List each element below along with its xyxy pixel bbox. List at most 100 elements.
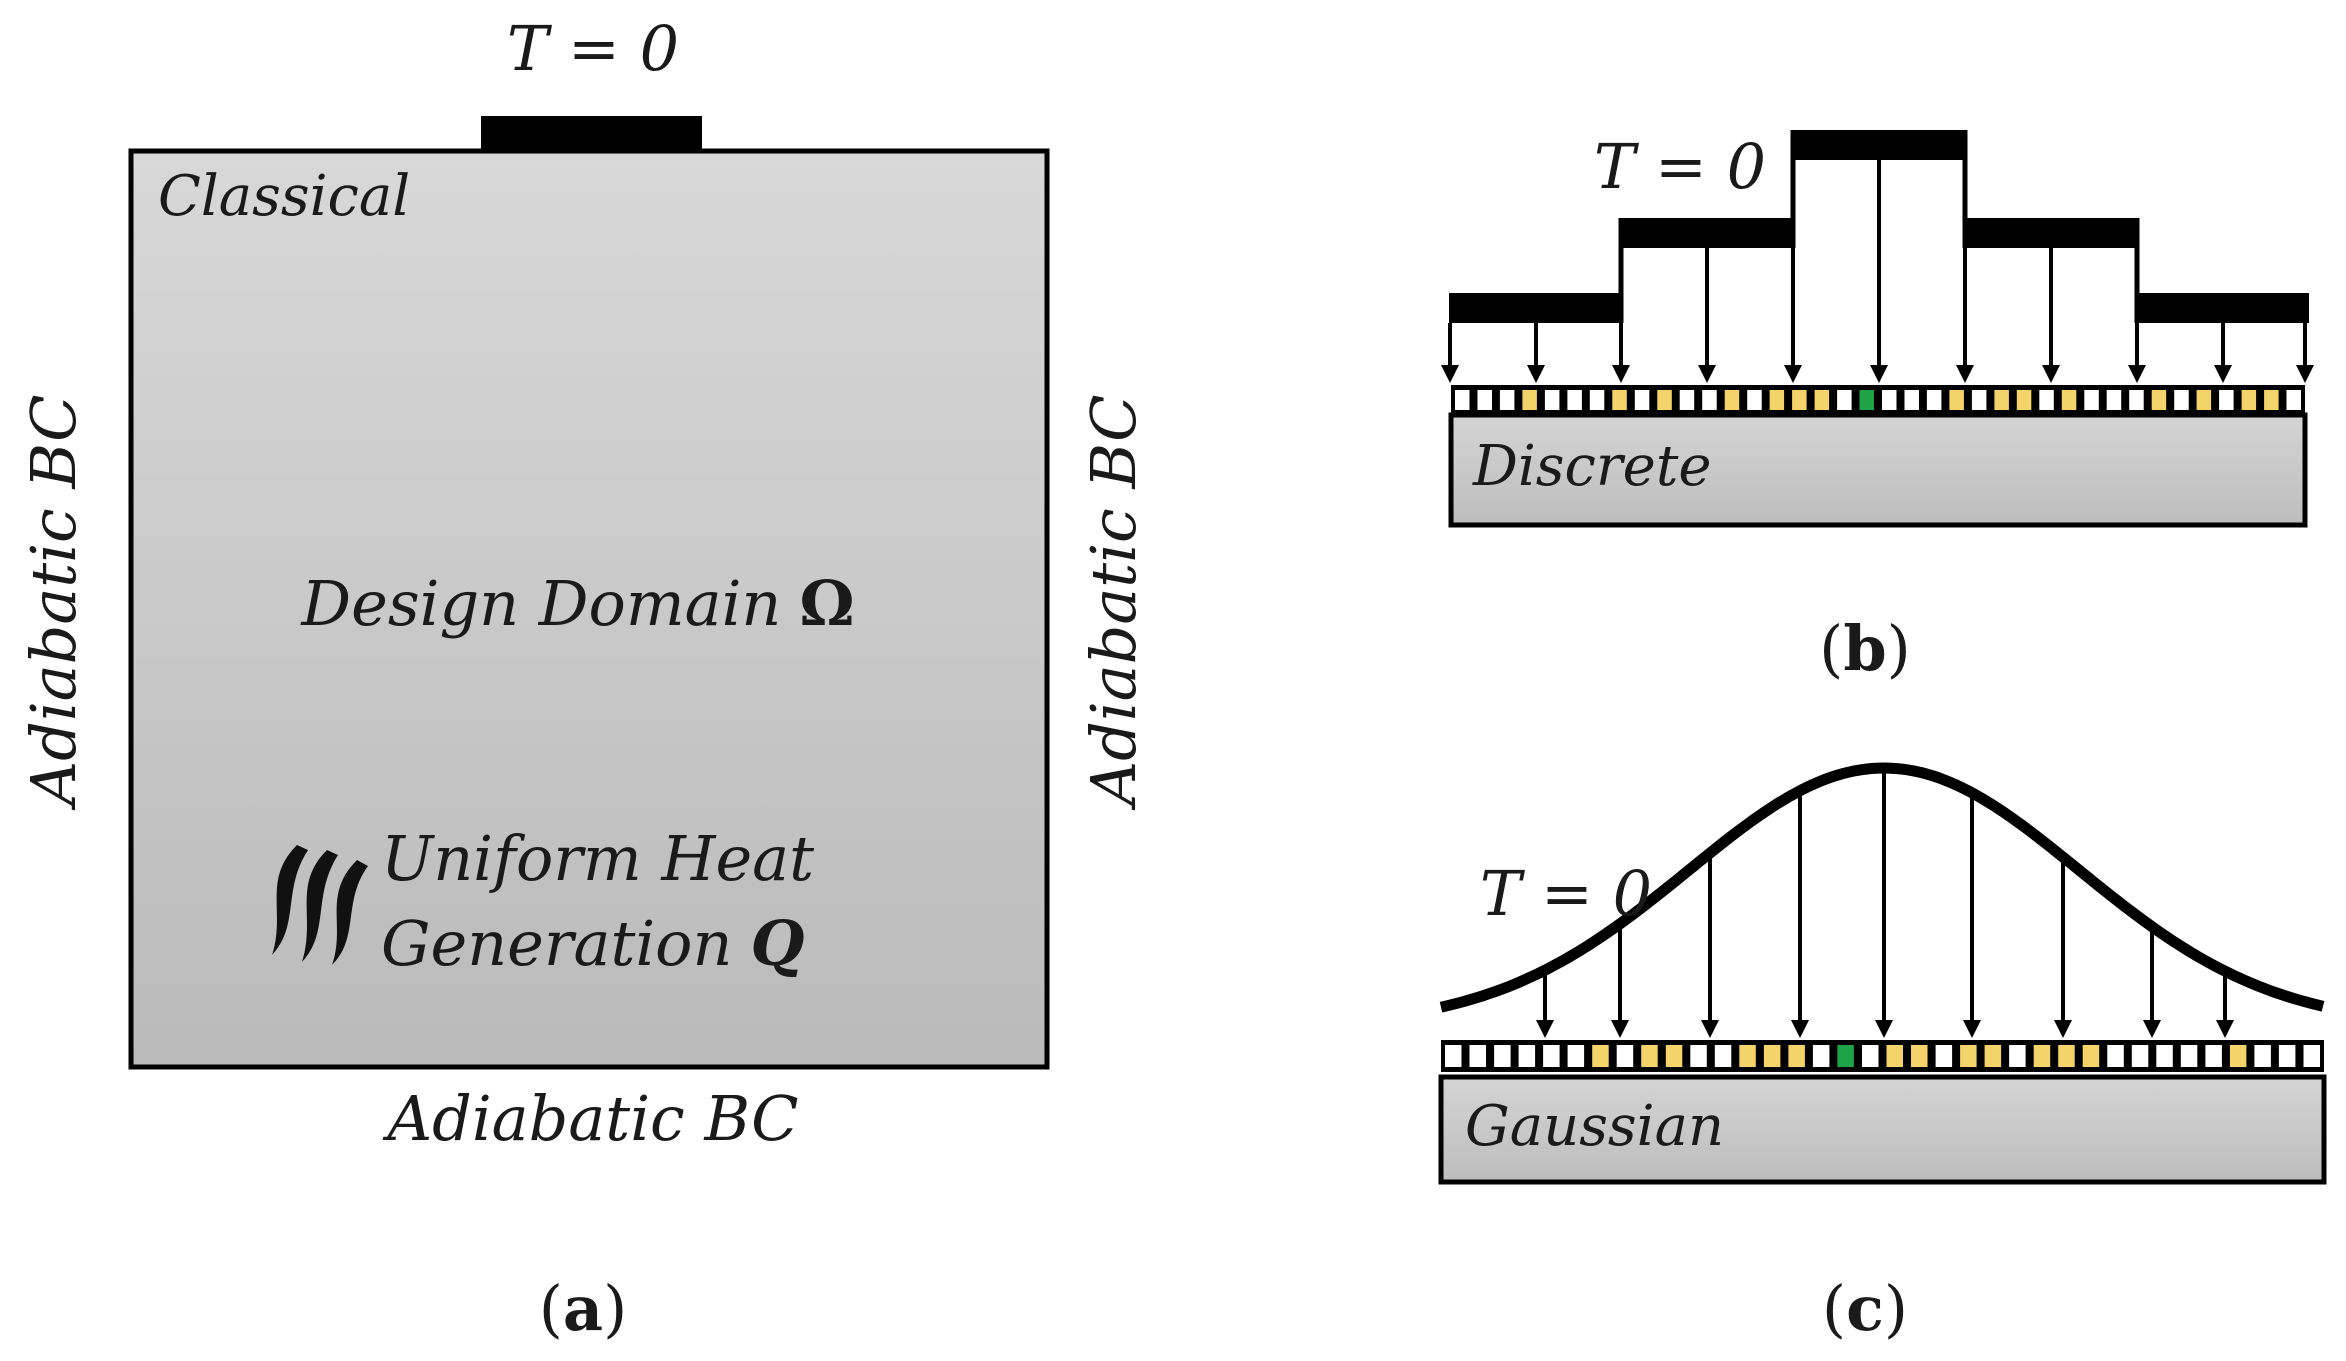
panel-c-sink-label: T = 0 — [1480, 857, 1652, 930]
bc-left-label: Adiabatic BC — [17, 394, 90, 810]
strip-cell — [2039, 390, 2054, 410]
arrow-head — [2128, 365, 2146, 383]
strip-cell — [1657, 390, 1672, 410]
strip-cell — [1935, 1045, 1953, 1067]
sink-step-5 — [2137, 293, 2309, 323]
strip-cell — [1543, 1045, 1560, 1067]
strip-cell — [1769, 390, 1785, 410]
strip-cell — [2016, 390, 2032, 410]
strip-cell — [2107, 1045, 2124, 1067]
strip-cell — [1984, 1045, 2002, 1067]
arrow-head — [1956, 365, 1974, 383]
heat-wave-icon — [272, 845, 368, 965]
strip-cell — [1763, 1045, 1781, 1067]
strip-cell — [1455, 390, 1470, 410]
strip-cell — [1837, 1045, 1854, 1067]
arrow-head — [2216, 1020, 2234, 1038]
arrow-head — [1701, 1020, 1719, 1038]
strip-cell — [2180, 1045, 2198, 1067]
strip-cell — [2241, 390, 2257, 410]
panel-c-arrows — [1536, 772, 2234, 1038]
strip-cell — [1589, 390, 1605, 410]
strip-cell — [1926, 390, 1942, 410]
arrow-head — [1870, 365, 1888, 383]
strip-cell — [2254, 1045, 2271, 1067]
panel-b-type-label: Discrete — [1472, 434, 1711, 499]
panel-b-cells — [1451, 385, 2305, 415]
strip-cell — [1859, 390, 1874, 410]
panel-c-caption: (c) — [1822, 1272, 1908, 1345]
strip-cell — [1886, 1045, 1903, 1067]
strip-cell — [2219, 390, 2234, 410]
strip-cell — [2131, 1045, 2149, 1067]
strip-cell — [1665, 1045, 1683, 1067]
strip-cell — [1911, 1045, 1928, 1067]
strip-cell — [2303, 1045, 2320, 1067]
strip-cell — [2196, 390, 2212, 410]
strip-cell — [2156, 1045, 2173, 1067]
panel-c-cells — [1441, 1040, 2324, 1072]
strip-cell — [2151, 390, 2167, 410]
strip-cell — [1567, 390, 1582, 410]
strip-cell — [1862, 1045, 1879, 1067]
arrow-head — [1441, 365, 1459, 383]
panel-b-substrate — [1448, 412, 2308, 528]
strip-cell — [1522, 390, 1537, 410]
sink-step-3 — [1793, 130, 1965, 160]
panel-b-caption: (b) — [1819, 612, 1911, 685]
heat-generation-line1: Uniform Heat — [381, 822, 814, 895]
arrow-head — [1963, 1020, 1981, 1038]
panel-c-type-label: Gaussian — [1465, 1094, 1724, 1159]
strip-cell — [1960, 1045, 1977, 1067]
strip-cell — [1747, 390, 1762, 410]
arrow-head — [2054, 1020, 2072, 1038]
panel-a-sink-label: T = 0 — [507, 12, 679, 85]
arrow-head — [1611, 1020, 1629, 1038]
strip-cell — [2106, 390, 2122, 410]
strip-cell — [1641, 1045, 1658, 1067]
arrow-head — [1536, 1020, 1554, 1038]
strip-cell — [2033, 1045, 2051, 1067]
strip-cell — [2229, 1045, 2247, 1067]
arrow-head — [2214, 365, 2232, 383]
strip-cell — [1994, 390, 2009, 410]
strip-cell — [1679, 390, 1695, 410]
panel-c: Gaussian T = 0 (c) — [1438, 762, 2327, 1345]
strip-cell — [2205, 1045, 2222, 1067]
arrow-head — [1698, 365, 1716, 383]
arrow-head — [2042, 365, 2060, 383]
strip-cell — [2174, 390, 2189, 410]
strip-cell — [2278, 1045, 2296, 1067]
strip-cell — [2286, 390, 2301, 410]
arrow-head — [1875, 1020, 1893, 1038]
strip-cell — [1739, 1045, 1756, 1067]
strip-cell — [2129, 390, 2144, 410]
strip-cell — [2082, 1045, 2100, 1067]
strip-cell — [1792, 390, 1807, 410]
strip-cell — [1904, 390, 1919, 410]
panel-b-arrows — [1441, 160, 2314, 383]
panel-a-type-label: Classical — [158, 164, 410, 229]
strip-cell — [1971, 390, 1987, 410]
strip-cell — [1518, 1045, 1536, 1067]
arrow-head — [1612, 365, 1630, 383]
bc-right-label: Adiabatic BC — [1077, 394, 1150, 810]
strip-cell — [1592, 1045, 1609, 1067]
strip-cell — [1616, 1045, 1634, 1067]
arrow-head — [1784, 365, 1802, 383]
arrow-head — [1791, 1020, 1809, 1038]
strip-cell — [1612, 390, 1627, 410]
strip-cell — [1499, 390, 1515, 410]
strip-cell — [1544, 390, 1560, 410]
strip-cell — [1837, 390, 1852, 410]
panel-a-heat-sink — [481, 116, 702, 152]
gaussian-sink-curve — [1439, 762, 2325, 1013]
strip-cell — [1714, 1045, 1732, 1067]
strip-cell — [1634, 390, 1650, 410]
strip-cell — [2084, 390, 2099, 410]
strip-cell — [1702, 390, 1717, 410]
strip-cell — [1477, 390, 1492, 410]
